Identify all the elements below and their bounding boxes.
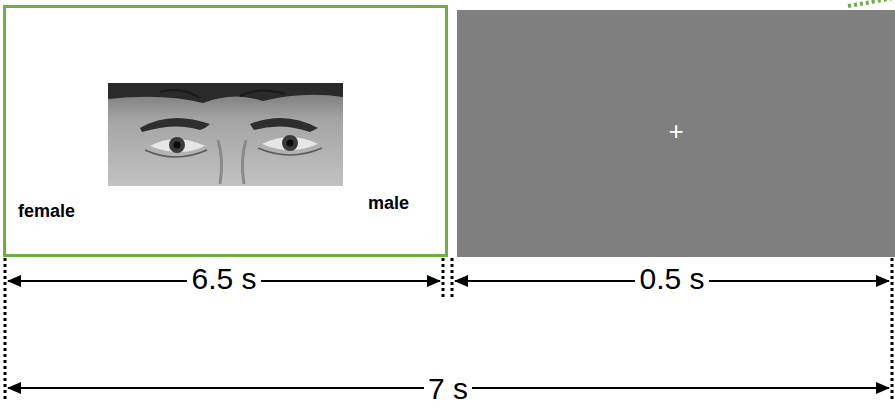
text-holder: male bbox=[368, 193, 409, 214]
duration-label: 6.5 s bbox=[187, 262, 260, 295]
duration-label: 7 s bbox=[424, 372, 472, 405]
label-holder: 0.5 s bbox=[572, 262, 772, 295]
text-holder: female bbox=[18, 201, 75, 222]
response-label: female bbox=[18, 201, 75, 221]
eyes-photo bbox=[108, 83, 343, 186]
fixation-screen: + bbox=[457, 10, 895, 257]
response-label: male bbox=[368, 193, 409, 213]
dotted-arc bbox=[848, 0, 893, 6]
fixation-cross: + bbox=[668, 116, 683, 146]
duration-label: 0.5 s bbox=[635, 262, 708, 295]
label-holder: 6.5 s bbox=[124, 262, 324, 295]
stimulus-screen: female male bbox=[3, 5, 448, 257]
screen-ground bbox=[457, 10, 895, 257]
text-holder: + bbox=[457, 116, 895, 147]
label-holder: 7 s bbox=[348, 372, 548, 405]
